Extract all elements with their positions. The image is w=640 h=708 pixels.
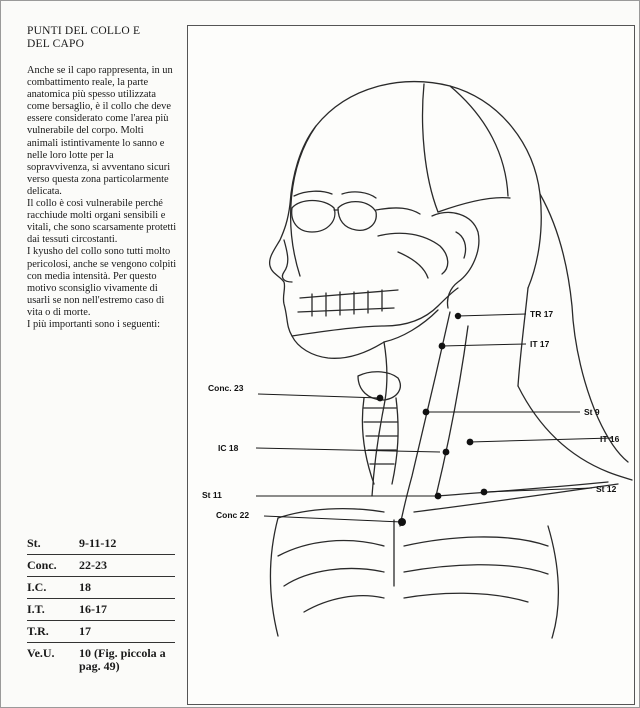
head-neck-illustration: TR 17 IT 17 Conc. 23 St 9 IC 18 IT 16 St…	[188, 26, 634, 704]
point-value: 9-11-12	[79, 533, 175, 555]
trachea	[362, 398, 398, 484]
point-code: T.R.	[27, 621, 79, 643]
label-it16: IT 16	[600, 434, 620, 444]
point-ic18	[443, 449, 450, 456]
point-code: Ve.U.	[27, 643, 79, 678]
table-row: I.C. 18	[27, 577, 175, 599]
label-st12: St 12	[596, 484, 617, 494]
points-table: St. 9-11-12 Conc. 22-23 I.C. 18 I.T. 16-…	[27, 533, 175, 677]
label-conc23: Conc. 23	[208, 383, 244, 393]
face-profile	[270, 126, 384, 358]
heading-line-1: PUNTI DEL COLLO E	[27, 25, 140, 37]
skull-outline	[291, 82, 542, 288]
table-row: Ve.U. 10 (Fig. piccola a pag. 49)	[27, 643, 175, 678]
point-code: St.	[27, 533, 79, 555]
label-st9: St 9	[584, 407, 600, 417]
point-it16	[467, 439, 474, 446]
point-conc23	[377, 395, 384, 402]
point-st12	[481, 489, 488, 496]
point-value: 16-17	[79, 599, 175, 621]
point-st11	[435, 493, 442, 500]
paragraph-intro: Anche se il capo rappresenta, in un comb…	[27, 65, 177, 198]
table-row: St. 9-11-12	[27, 533, 175, 555]
label-ic18: IC 18	[218, 443, 239, 453]
point-tr17	[455, 313, 461, 319]
point-conc22	[398, 518, 406, 526]
table-row: Conc. 22-23	[27, 555, 175, 577]
point-value: 17	[79, 621, 175, 643]
glasses-left	[292, 201, 335, 233]
point-code: I.C.	[27, 577, 79, 599]
heading-line-2: DEL CAPO	[27, 38, 84, 50]
point-value: 10 (Fig. piccola a pag. 49)	[79, 643, 175, 678]
paragraph-vulnerable: Il collo è così vulnerabile perché racch…	[27, 198, 177, 246]
paragraph-kyusho: I kyusho del collo sono tutti molto peri…	[27, 246, 177, 319]
point-code: I.T.	[27, 599, 79, 621]
section-heading: PUNTI DEL COLLO E DEL CAPO	[27, 25, 177, 51]
table-row: I.T. 16-17	[27, 599, 175, 621]
label-conc22: Conc 22	[216, 510, 249, 520]
point-value: 18	[79, 577, 175, 599]
table-row: T.R. 17	[27, 621, 175, 643]
label-tr17: TR 17	[530, 309, 553, 319]
point-code: Conc.	[27, 555, 79, 577]
point-st9	[423, 409, 430, 416]
point-value: 22-23	[79, 555, 175, 577]
anatomy-figure: TR 17 IT 17 Conc. 23 St 9 IC 18 IT 16 St…	[187, 25, 635, 705]
text-column: PUNTI DEL COLLO E DEL CAPO Anche se il c…	[27, 25, 177, 331]
clavicle-left	[278, 509, 384, 518]
label-it17: IT 17	[530, 339, 550, 349]
paragraph-list-intro: I più importanti sono i seguenti:	[27, 319, 177, 331]
glasses-right	[338, 202, 376, 231]
point-it17	[439, 343, 446, 350]
jaw	[292, 288, 458, 336]
label-st11: St 11	[202, 490, 222, 500]
body-text: Anche se il capo rappresenta, in un comb…	[27, 65, 177, 331]
